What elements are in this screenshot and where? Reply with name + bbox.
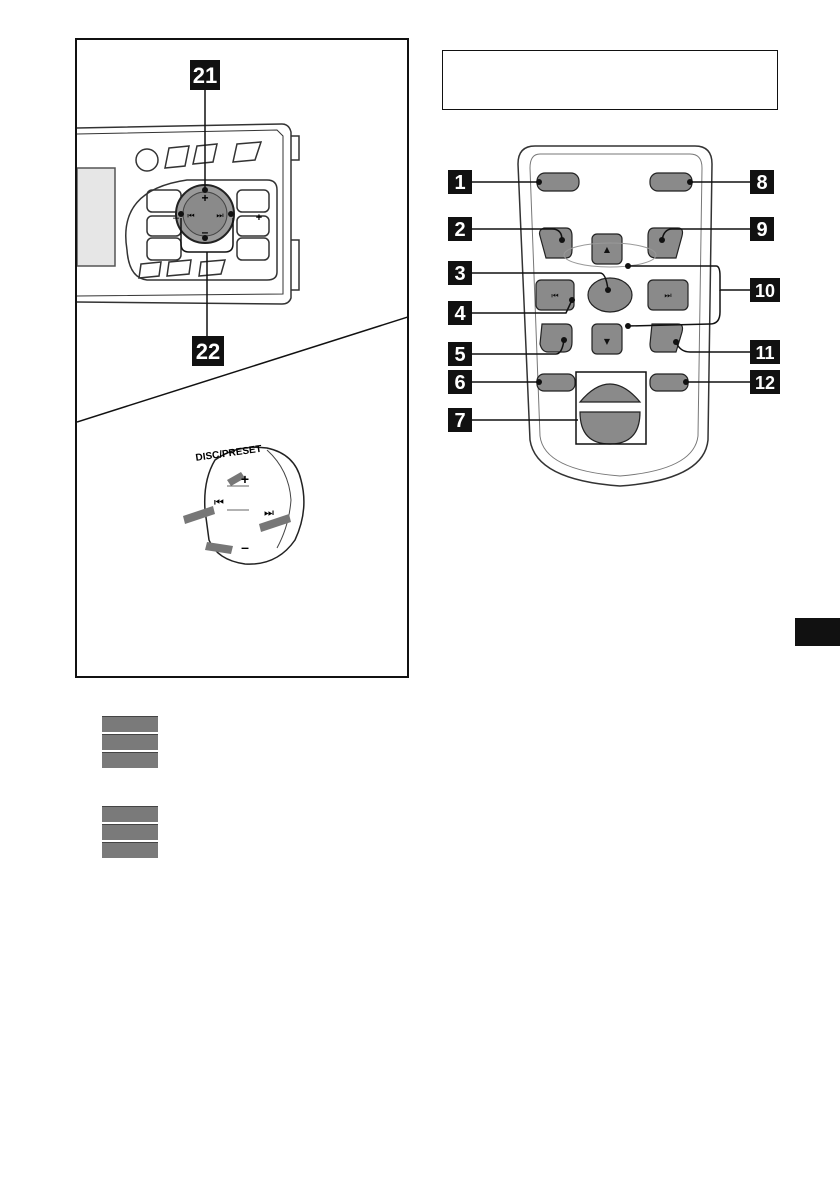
front-panel-illustration: + – ⏮ ⏭ – + 21 22 DISC [75, 38, 409, 678]
callout-badge-9 [750, 217, 774, 241]
joystick-ring [563, 242, 657, 268]
legend-bar [102, 806, 158, 822]
up-arrow-icon: ▲ [604, 245, 611, 254]
legend-bar [102, 824, 158, 840]
callout-2-label: 2 [454, 219, 465, 241]
remote-next-button[interactable] [647, 279, 689, 311]
callout-badge-10 [750, 278, 780, 302]
prev-track-icon: ⏮ [551, 291, 558, 300]
remote-up-button[interactable] [591, 233, 623, 265]
callout-badge-11 [750, 340, 780, 364]
callout-badge-3 [448, 261, 472, 285]
callout-8-label: 8 [756, 172, 767, 194]
callout-badge-7 [448, 408, 472, 432]
callout-3-label: 3 [454, 263, 465, 285]
callout-6-label: 6 [454, 372, 465, 394]
remote-button-8[interactable] [649, 172, 693, 192]
remote-button-3[interactable] [587, 277, 633, 313]
remote-control-illustration: ▲ ▼ ⏮ ⏭ [440, 140, 785, 490]
callout-7-label: 7 [454, 410, 465, 432]
callout-5-label: 5 [454, 344, 465, 366]
side-plus-label: + [256, 212, 262, 224]
knob-minus-label: – [202, 225, 209, 239]
legend-bar [102, 734, 158, 750]
down-arrow-icon: ▼ [604, 337, 611, 346]
dial-detail [183, 446, 305, 565]
callout-badge-1 [448, 170, 472, 194]
remote-button-2[interactable] [538, 227, 573, 259]
remote-volume-up-button[interactable] [578, 383, 642, 403]
callout-21: 21 [190, 60, 220, 190]
remote-body-inner [529, 153, 703, 477]
remote-prev-button[interactable] [535, 279, 575, 311]
diagonal-divider [77, 316, 407, 423]
callout-badge-2 [448, 217, 472, 241]
knob-plus-label: + [201, 191, 208, 205]
dial-prev-icon: ⏮ [214, 496, 224, 509]
remote-down-button[interactable] [591, 323, 623, 355]
callout-21-label: 21 [193, 63, 217, 88]
dial-minus-label: – [241, 539, 249, 555]
callout-12-label: 12 [755, 373, 775, 393]
volume-group-box [575, 371, 647, 445]
callout-1-label: 1 [454, 172, 465, 194]
callout-9-label: 9 [756, 219, 767, 241]
callout-badge-4 [448, 301, 472, 325]
callout-10-label: 10 [755, 281, 775, 301]
legend-bar [102, 842, 158, 858]
front-panel-svg: + – ⏮ ⏭ – + 21 22 DISC [77, 60, 407, 565]
knob-next-icon: ⏭ [216, 211, 223, 220]
legend-bar [102, 716, 158, 732]
callout-badge-12 [750, 370, 780, 394]
side-minus-label: – [173, 212, 180, 224]
callout-badge-5 [448, 342, 472, 366]
section-title-box [442, 50, 778, 110]
callout-badge-6 [448, 370, 472, 394]
remote-button-9[interactable] [647, 227, 684, 259]
remote-control-svg: ▲ ▼ ⏮ ⏭ [448, 145, 780, 487]
car-stereo-unit [77, 123, 300, 305]
remote-button-5[interactable] [539, 323, 573, 353]
callout-11-label: 11 [755, 343, 774, 363]
preset-knob[interactable] [175, 184, 235, 244]
callout-22-label: 22 [196, 339, 220, 364]
callout-4-label: 4 [454, 303, 466, 325]
next-track-icon: ⏭ [664, 291, 671, 300]
dial-next-icon: ⏭ [264, 506, 274, 519]
remote-button-12[interactable] [649, 373, 689, 392]
callout-badge-8 [750, 170, 774, 194]
section-tab [795, 618, 840, 646]
dial-plus-label: + [241, 471, 249, 487]
remote-button-1[interactable] [536, 172, 580, 192]
remote-button-11[interactable] [649, 323, 684, 353]
legend-bar [102, 752, 158, 768]
callout-22: 22 [180, 218, 234, 366]
remote-button-6[interactable] [536, 373, 576, 392]
knob-prev-icon: ⏮ [187, 211, 194, 220]
